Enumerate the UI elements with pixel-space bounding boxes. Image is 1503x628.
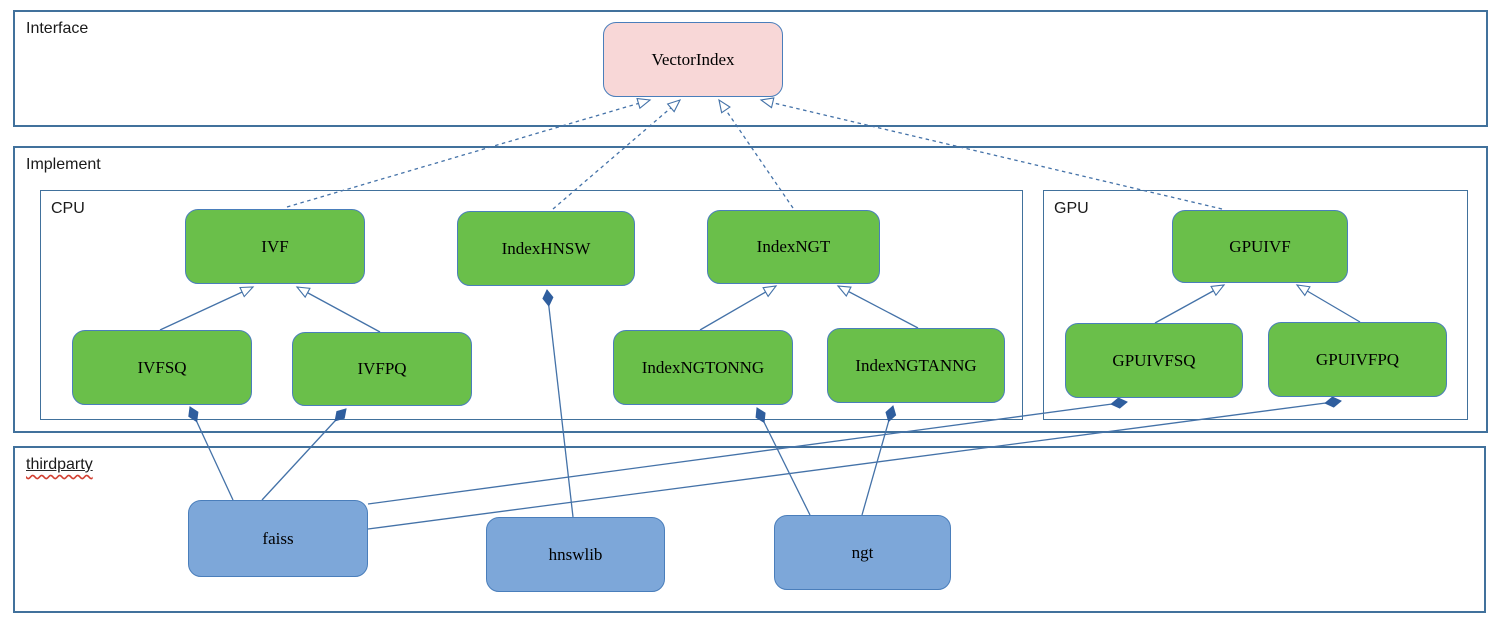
node-indexngt-label: IndexNGT	[756, 237, 831, 256]
node-faiss[interactable]: faiss	[188, 500, 368, 577]
node-hnswlib-label: hnswlib	[548, 544, 603, 564]
node-ivfsq[interactable]: IVFSQ	[72, 330, 252, 405]
node-ivf-label: IVF	[261, 236, 289, 256]
node-ivfsq-label: IVFSQ	[137, 357, 187, 377]
section-thirdparty-label-text: thirdparty	[26, 456, 93, 473]
section-cpu-label: CPU	[51, 200, 85, 217]
node-ivfpq-label: IVFPQ	[357, 359, 407, 378]
section-interface-label: Interface	[26, 20, 89, 37]
node-gpuivf-label: GPUIVF	[1229, 236, 1291, 256]
section-thirdparty-label: thirdparty	[26, 456, 93, 474]
node-ivfpq[interactable]: IVFPQ	[292, 332, 472, 406]
node-gpuivf[interactable]: GPUIVF	[1172, 210, 1348, 283]
node-ngt-label: ngt	[851, 542, 874, 562]
node-indexhnsw-label: IndexHNSW	[501, 238, 591, 258]
section-gpu-label: GPU	[1054, 200, 1089, 217]
node-indexhnsw[interactable]: IndexHNSW	[457, 211, 635, 286]
node-gpuivfpq[interactable]: GPUIVFPQ	[1268, 322, 1447, 397]
node-vectorindex[interactable]: VectorIndex	[603, 22, 783, 97]
node-gpuivfsq[interactable]: GPUIVFSQ	[1065, 323, 1243, 398]
node-faiss-label: faiss	[262, 528, 294, 548]
node-ngt[interactable]: ngt	[774, 515, 951, 590]
section-implement-label: Implement	[26, 156, 101, 173]
node-gpuivfsq-label: GPUIVFSQ	[1112, 350, 1196, 370]
node-indexngt[interactable]: IndexNGT	[707, 210, 880, 284]
node-indexngtonng[interactable]: IndexNGTONNG	[613, 330, 793, 405]
node-ivf[interactable]: IVF	[185, 209, 365, 284]
node-indexngtanng[interactable]: IndexNGTANNG	[827, 328, 1005, 403]
node-vectorindex-label: VectorIndex	[651, 49, 735, 69]
node-hnswlib[interactable]: hnswlib	[486, 517, 665, 592]
node-gpuivfpq-label: GPUIVFPQ	[1315, 349, 1400, 369]
node-indexngtanng-label: IndexNGTANNG	[855, 355, 977, 375]
node-indexngtonng-label: IndexNGTONNG	[641, 357, 765, 377]
